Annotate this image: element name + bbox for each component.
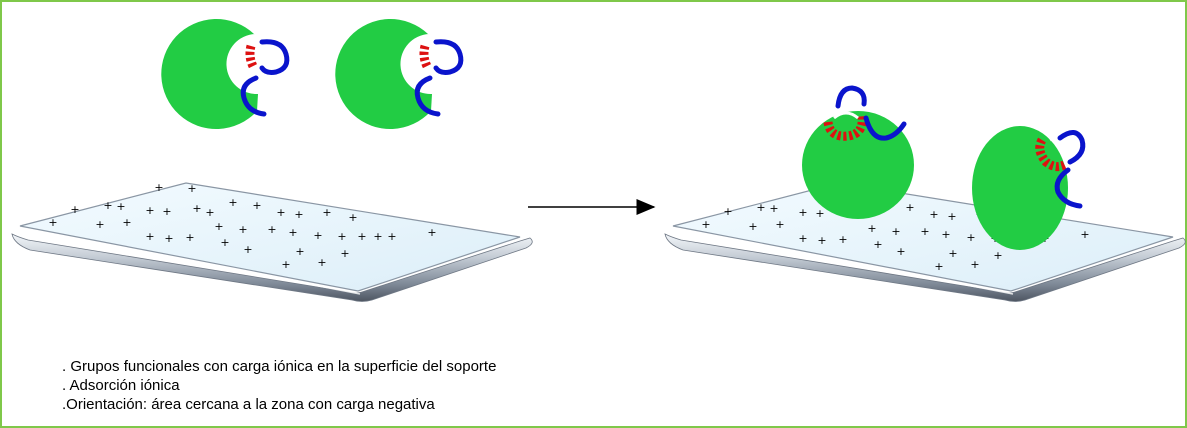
plus-charge-icon: + — [756, 201, 765, 214]
charged-site-arc — [419, 44, 432, 71]
plus-charge-icon: + — [838, 233, 847, 246]
plus-charge-icon: + — [947, 210, 956, 223]
plus-charge-icon: + — [185, 231, 194, 244]
caption-line-3: .Orientación: área cercana a la zona con… — [62, 396, 435, 413]
plus-charge-icon: + — [295, 245, 304, 258]
plus-charge-icon: + — [95, 218, 104, 231]
plus-charge-icon: + — [243, 243, 252, 256]
caption-block: . Grupos funcionales con carga iónica en… — [62, 357, 496, 414]
plus-charge-icon: + — [815, 207, 824, 220]
plus-charge-icon: + — [322, 206, 331, 219]
plus-charge-icon: + — [941, 228, 950, 241]
plus-charge-icon: + — [288, 226, 297, 239]
plus-charge-icon: + — [164, 232, 173, 245]
plus-charge-icon: + — [103, 199, 112, 212]
plus-charge-icon: + — [387, 230, 396, 243]
binding-tail-lower — [1054, 167, 1083, 209]
plus-charge-icon: + — [867, 222, 876, 235]
charged-site-arc — [1035, 137, 1069, 172]
plus-charge-icon: + — [970, 258, 979, 271]
plus-charge-icon: + — [357, 230, 366, 243]
surface-charges-left: +++++++++++++++++++++++++++++++++++++ — [48, 181, 436, 271]
binding-tail-lower — [863, 115, 907, 141]
plus-charge-icon: + — [48, 216, 57, 229]
plus-charge-icon: + — [228, 196, 237, 209]
binding-tail-lower — [240, 75, 267, 117]
caption-line-1: . Grupos funcionales con carga iónica en… — [62, 358, 497, 375]
plus-charge-icon: + — [896, 245, 905, 258]
plus-charge-icon: + — [948, 247, 957, 260]
plus-charge-icon: + — [798, 232, 807, 245]
plus-charge-icon: + — [1080, 228, 1089, 241]
plus-charge-icon: + — [873, 238, 882, 251]
support-rim-right — [664, 233, 1186, 302]
protein-body — [161, 19, 258, 130]
plus-charge-icon: + — [267, 223, 276, 236]
caption-line-2: . Adsorción iónica — [62, 377, 180, 394]
plus-charge-icon: + — [70, 203, 79, 216]
plus-charge-icon: + — [187, 182, 196, 195]
plus-charge-icon: + — [337, 230, 346, 243]
plus-charge-icon: + — [205, 206, 214, 219]
protein-body — [335, 19, 432, 130]
plus-charge-icon: + — [373, 230, 382, 243]
plus-charge-icon: + — [934, 260, 943, 273]
support-plate-left: +++++++++++++++++++++++++++++++++++++ — [11, 181, 533, 302]
binding-tail-upper — [433, 39, 464, 75]
charged-site-arc — [245, 44, 258, 71]
plus-charge-icon: + — [145, 204, 154, 217]
plus-charge-icon: + — [214, 220, 223, 233]
plus-charge-icon: + — [154, 181, 163, 194]
plus-charge-icon: + — [748, 220, 757, 233]
plus-charge-icon: + — [775, 218, 784, 231]
plus-charge-icon: + — [294, 208, 303, 221]
plus-charge-icon: + — [427, 226, 436, 239]
plus-charge-icon: + — [798, 206, 807, 219]
plus-charge-icon: + — [817, 234, 826, 247]
protein-free-1 — [161, 19, 290, 130]
binding-tail-upper — [259, 39, 290, 75]
plus-charge-icon: + — [252, 199, 261, 212]
plus-charge-icon: + — [313, 229, 322, 242]
plus-charge-icon: + — [966, 231, 975, 244]
plus-charge-icon: + — [220, 236, 229, 249]
charged-site-arc — [823, 115, 867, 141]
protein-adsorbed-2 — [972, 126, 1086, 250]
plus-charge-icon: + — [340, 247, 349, 260]
plus-charge-icon: + — [145, 230, 154, 243]
plus-charge-icon: + — [769, 202, 778, 215]
plus-charge-icon: + — [122, 216, 131, 229]
binding-tail-upper — [1057, 130, 1086, 165]
support-plate-right: +++++++++++++++++++++++++++++++++ — [664, 182, 1186, 302]
plus-charge-icon: + — [281, 258, 290, 271]
plus-charge-icon: + — [162, 205, 171, 218]
plus-charge-icon: + — [701, 218, 710, 231]
protein-adsorbed-1 — [802, 85, 914, 219]
plus-charge-icon: + — [891, 225, 900, 238]
plus-charge-icon: + — [348, 211, 357, 224]
plus-charge-icon: + — [192, 202, 201, 215]
plus-charge-icon: + — [723, 205, 732, 218]
plus-charge-icon: + — [116, 200, 125, 213]
plus-charge-icon: + — [993, 249, 1002, 262]
plus-charge-icon: + — [276, 206, 285, 219]
plus-charge-icon: + — [920, 225, 929, 238]
plus-charge-icon: + — [929, 208, 938, 221]
plus-charge-icon: + — [905, 201, 914, 214]
support-rim-left — [11, 233, 533, 302]
support-surface-right — [672, 182, 1174, 292]
support-surface-left — [19, 182, 521, 292]
plus-charge-icon: + — [238, 223, 247, 236]
plus-charge-icon: + — [317, 256, 326, 269]
protein-free-2 — [335, 19, 464, 130]
binding-tail-upper — [835, 85, 867, 109]
binding-tail-lower — [414, 75, 441, 117]
protein-body — [972, 126, 1068, 250]
